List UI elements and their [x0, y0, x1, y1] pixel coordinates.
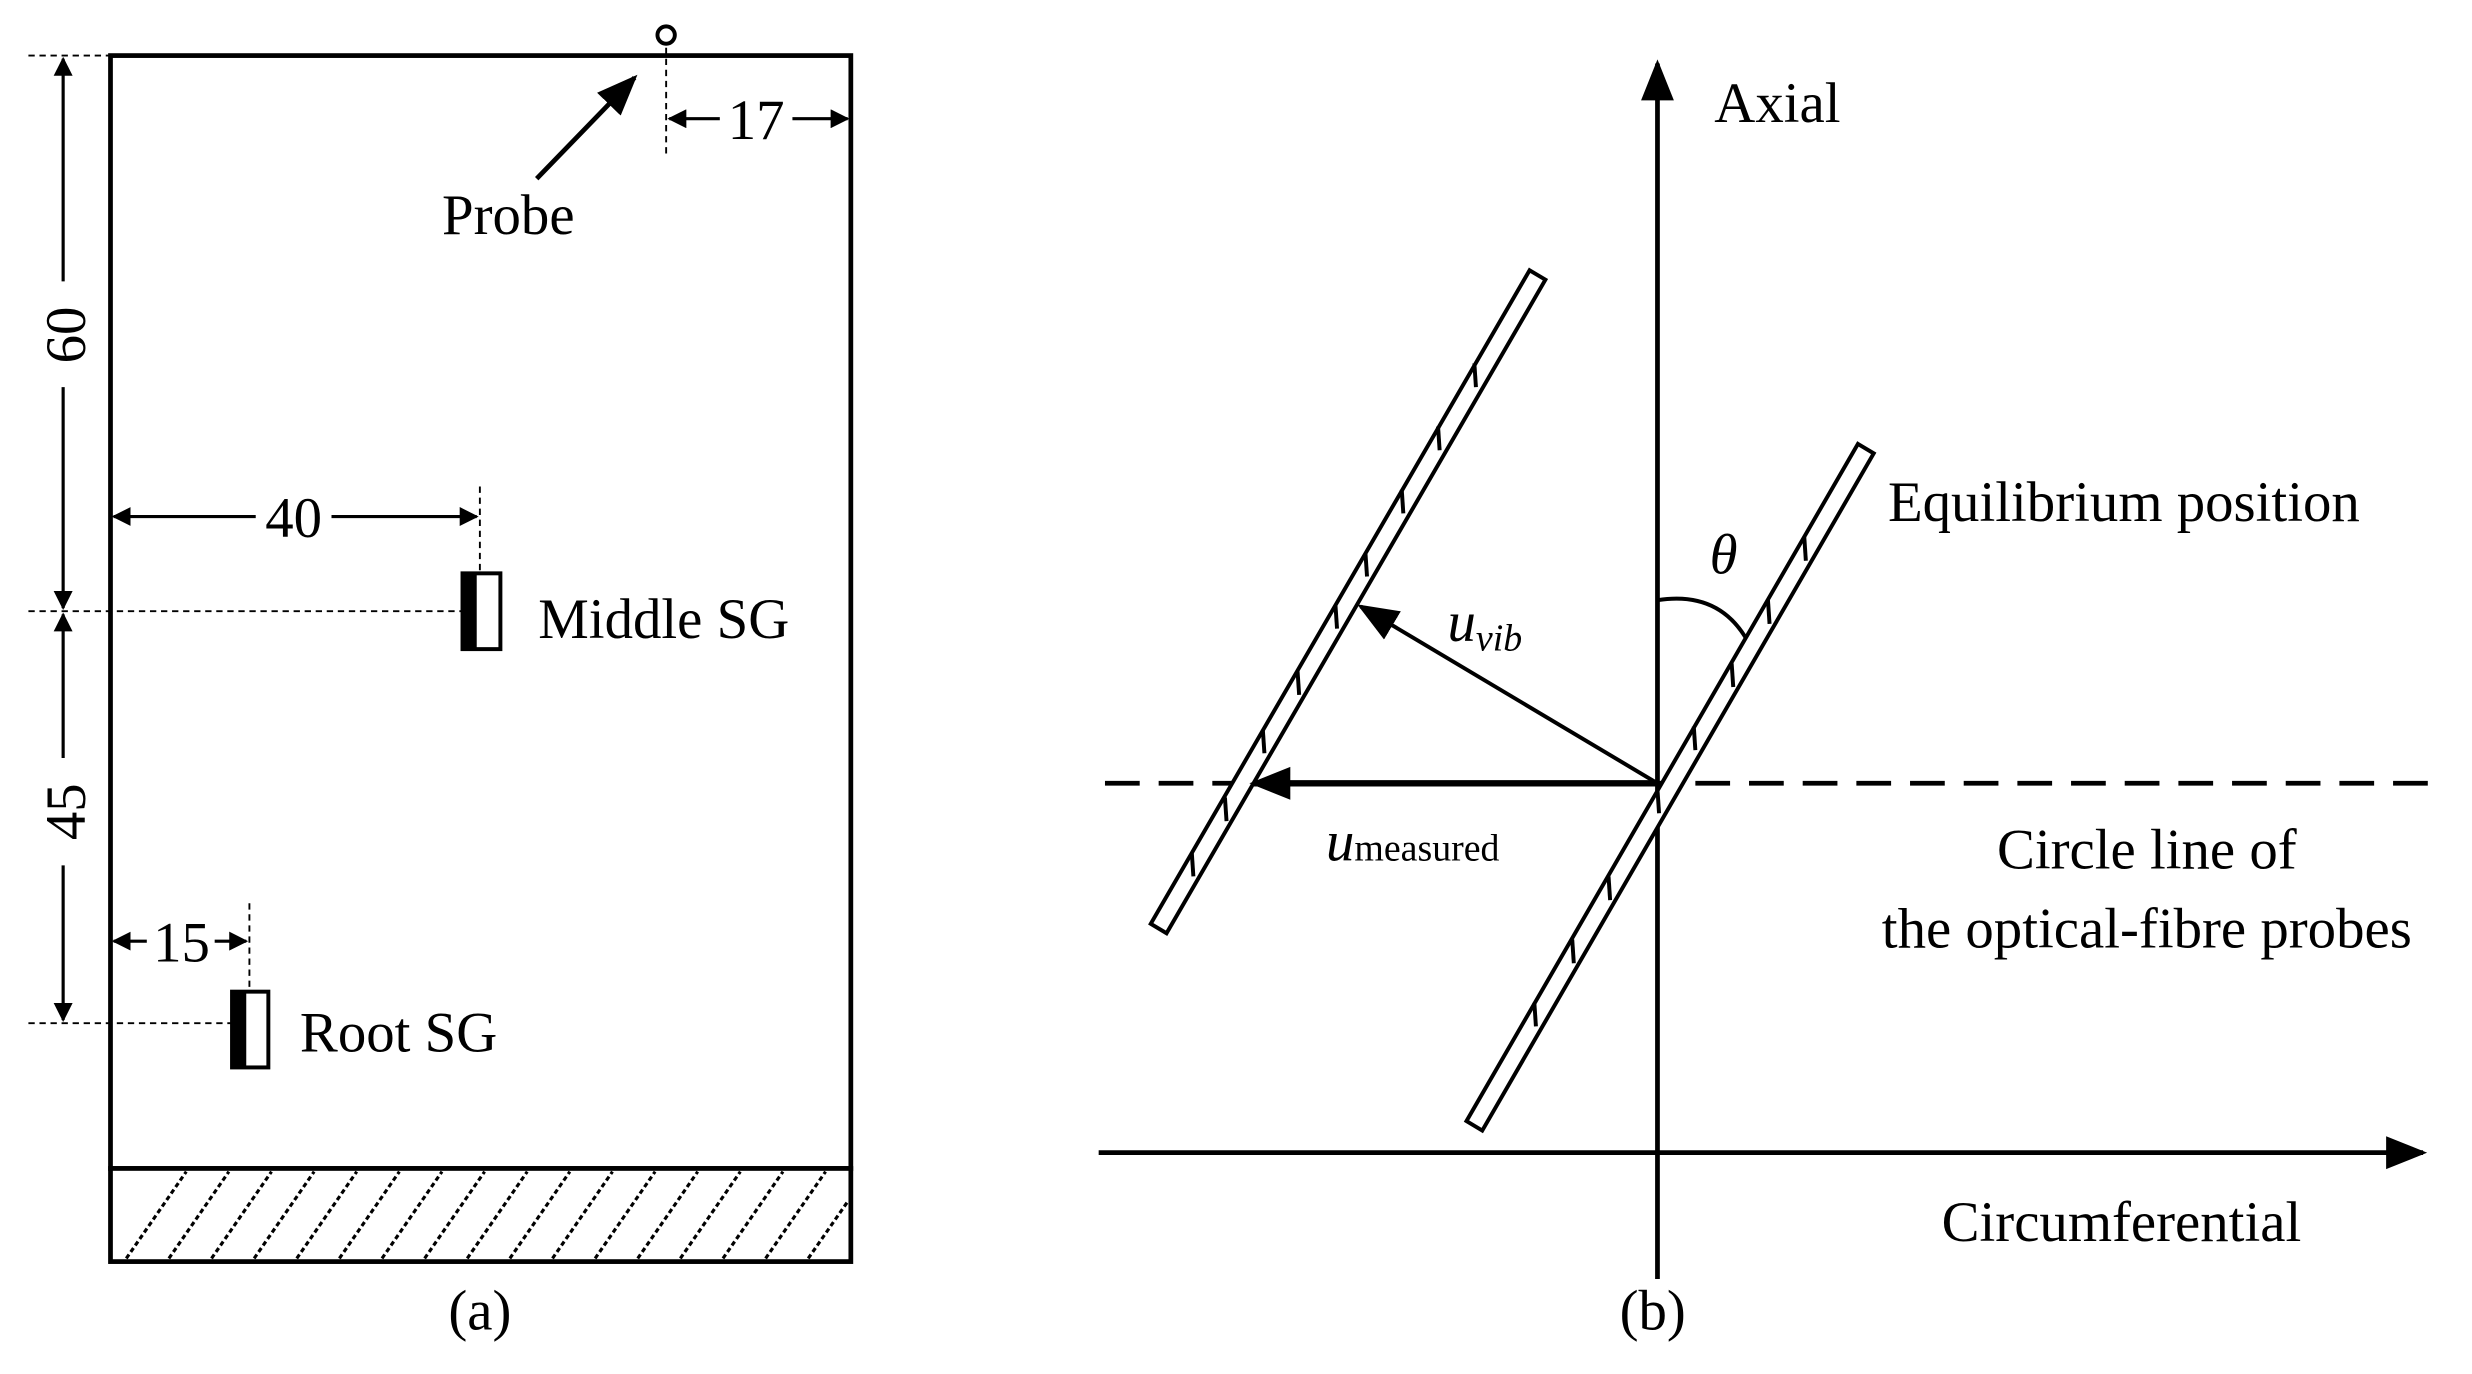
blade-root-base — [108, 1166, 854, 1264]
middle-sg-label: Middle SG — [538, 588, 789, 651]
panel-a: Probe 17 60 45 40 — [28, 24, 854, 1342]
panel-b: Axial Circumferential Circle line of the… — [1098, 59, 2444, 1342]
equilibrium-label: Equilibrium position — [1888, 471, 2360, 534]
svg-text:45: 45 — [35, 783, 98, 840]
u-measured-label: umeasured — [1326, 811, 1500, 874]
dim-60: 60 — [35, 56, 98, 610]
svg-text:60: 60 — [35, 307, 98, 364]
svg-text:17: 17 — [728, 89, 785, 152]
panel-b-caption: (b) — [1620, 1279, 1686, 1342]
equilibrium-blade — [1463, 441, 1877, 1134]
circle-line-label-1: Circle line of — [1997, 819, 2297, 882]
dim-45: 45 — [35, 612, 98, 1022]
root-hatching — [124, 1170, 849, 1260]
dim-15: 15 — [111, 903, 251, 989]
svg-text:15: 15 — [153, 912, 210, 975]
circumferential-label: Circumferential — [1942, 1191, 2302, 1254]
axial-label: Axial — [1714, 72, 1840, 135]
root-sg-gauge — [230, 989, 271, 1070]
dim-17: 17 — [667, 89, 850, 152]
theta-label: θ — [1710, 523, 1738, 586]
root-sg-label: Root SG — [300, 1002, 497, 1065]
probe-arrow — [535, 74, 638, 181]
probe-marker — [655, 24, 677, 46]
dim-40: 40 — [111, 486, 481, 572]
u-vib-label: uvib — [1448, 591, 1523, 659]
u-vib-arrow — [1357, 604, 1659, 785]
circle-line-label-2: the optical-fibre probes — [1882, 897, 2412, 960]
theta-arc — [1657, 596, 1748, 640]
middle-sg-gauge — [460, 571, 503, 652]
svg-text:40: 40 — [265, 487, 322, 550]
panel-a-caption: (a) — [448, 1279, 511, 1342]
probe-label: Probe — [442, 184, 575, 247]
